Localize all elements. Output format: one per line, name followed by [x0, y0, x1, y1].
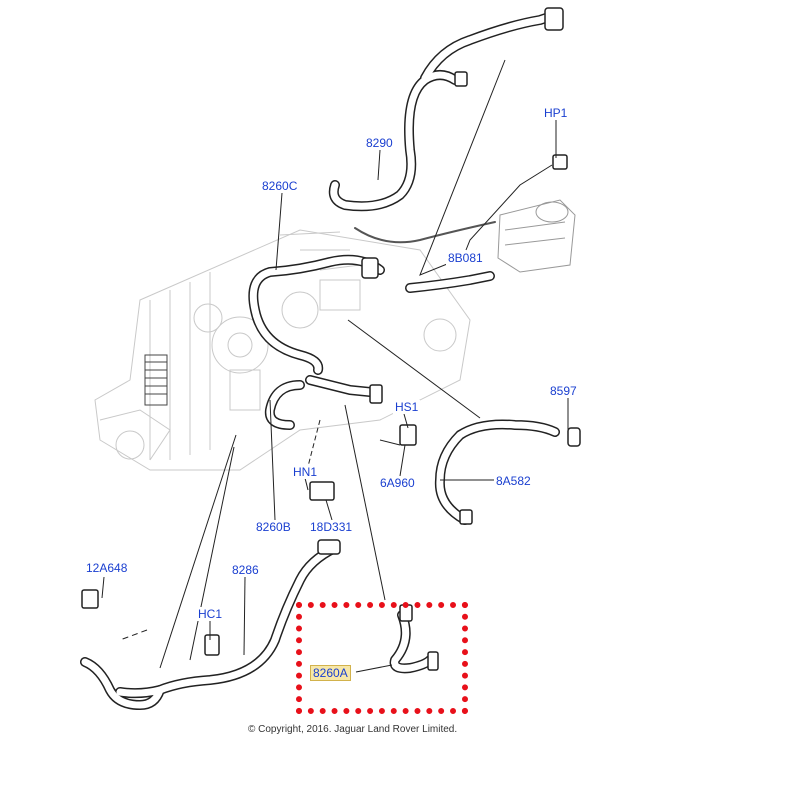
callout-8260c[interactable]: 8260C — [260, 179, 300, 193]
callout-8b081[interactable]: 8B081 — [446, 251, 485, 265]
callout-8a582[interactable]: 8A582 — [494, 474, 533, 488]
callout-8290[interactable]: 8290 — [364, 136, 395, 150]
callout-12a648[interactable]: 12A648 — [84, 561, 130, 575]
callout-8260a[interactable]: 8260A — [310, 665, 351, 681]
expansion-tank — [497, 199, 576, 273]
oil-cooler — [144, 354, 168, 406]
highlight-box — [296, 602, 468, 714]
hose-line-art — [80, 7, 581, 710]
callout-6a960[interactable]: 6A960 — [378, 476, 417, 490]
leader-lines — [101, 59, 569, 673]
callout-hc1[interactable]: HC1 — [196, 607, 225, 621]
callout-hs1[interactable]: HS1 — [393, 400, 421, 414]
callout-18d331[interactable]: 18D331 — [308, 520, 355, 534]
callout-8597[interactable]: 8597 — [548, 384, 579, 398]
callout-hp1[interactable]: HP1 — [542, 106, 570, 120]
callout-hn1[interactable]: HN1 — [291, 465, 320, 479]
callout-8260b[interactable]: 8260B — [254, 520, 293, 534]
copyright-notice: © Copyright, 2016. Jaguar Land Rover Lim… — [248, 724, 458, 735]
callout-8286[interactable]: 8286 — [230, 563, 261, 577]
engine-block — [94, 229, 471, 471]
